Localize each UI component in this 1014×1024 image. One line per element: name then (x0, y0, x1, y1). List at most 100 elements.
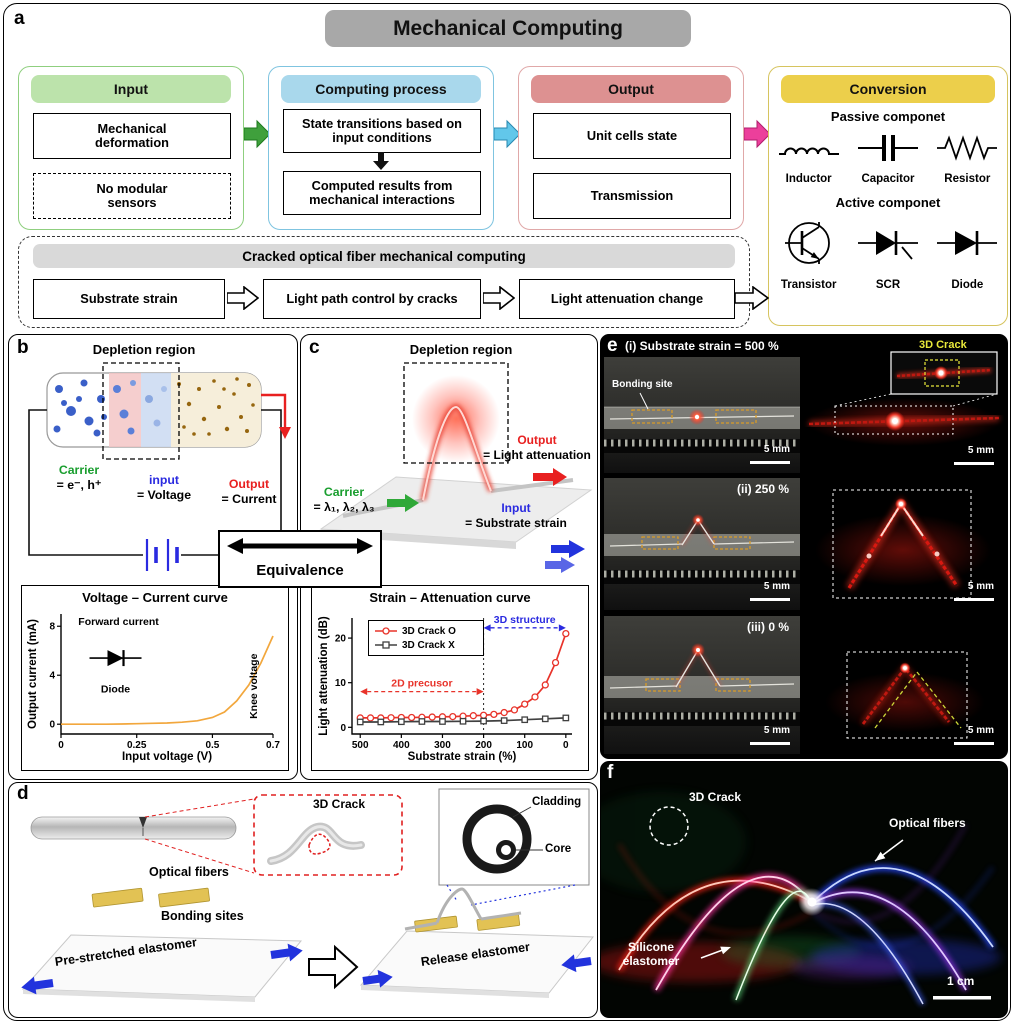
conversion-header: Conversion (781, 75, 995, 103)
reflections (616, 822, 996, 949)
svg-text:Forward current: Forward current (78, 616, 159, 628)
panel-f: f (600, 761, 1008, 1018)
fabrication-diagram (21, 788, 595, 1002)
electron-dots (53, 379, 167, 437)
output-caption: Output = Current (201, 477, 297, 507)
svg-text:8: 8 (49, 622, 55, 633)
svg-text:10: 10 (335, 678, 347, 689)
carrier-value: = λ₁, λ₂, λ₃ (313, 500, 375, 514)
stretch-arrows (21, 943, 303, 995)
crack-notch (139, 817, 147, 828)
output-label: Output (517, 433, 557, 447)
process-arrow-icon (308, 944, 359, 990)
output-header: Output (531, 75, 731, 103)
svg-text:0.5: 0.5 (205, 740, 219, 751)
svg-text:Input voltage (V): Input voltage (V) (122, 751, 212, 763)
spider-fiber-photo (601, 762, 1007, 1017)
crack-box-3: Light attenuation change (519, 279, 735, 319)
label: Transistor (780, 279, 837, 291)
scr-icon (857, 231, 918, 260)
crack-arch (422, 405, 492, 501)
photo-side-500: Bonding site 5 mm (604, 357, 800, 473)
strain-caption-2: (ii) 250 % (737, 482, 790, 496)
hole-dots (177, 377, 255, 436)
strain-arrows-right (545, 540, 585, 573)
svg-text:0: 0 (340, 723, 346, 734)
svg-text:Output current (mA): Output current (mA) (27, 619, 39, 729)
figure-title: Mechanical Computing (325, 10, 691, 47)
bonding-site-note: Bonding site (612, 379, 673, 390)
legend-row-1: 3D Crack O (374, 624, 478, 638)
carrier-arrow-icon (387, 494, 419, 512)
crack-computing-row: Cracked optical fiber mechanical computi… (18, 236, 769, 328)
carrier-label: Carrier (58, 463, 100, 477)
strain-caption-1: (i) Substrate strain = 500 % (625, 339, 779, 353)
svg-text:0: 0 (58, 740, 64, 751)
scale-text: 5 mm (763, 444, 790, 455)
double-arrow-icon (227, 538, 373, 554)
red-glow (412, 375, 500, 463)
legend-marker-square-icon (375, 641, 397, 649)
active-labels: Transistor SCR Diode (769, 279, 1007, 291)
passive-title: Passive componet (830, 109, 946, 124)
diode-icon (937, 231, 998, 255)
hollow-arrow-icon (483, 286, 515, 310)
photo-laser-250: 5 mm (803, 478, 1004, 610)
label: Unit cells state (586, 127, 678, 143)
equivalence-box: Equivalence (218, 530, 382, 588)
iv-chart-title: Voltage – Current curve (82, 590, 228, 605)
photo-laser-500: 3D Crack 5 mm (803, 338, 1004, 474)
elastomer-arrow-icon (700, 946, 731, 959)
photo-art (803, 616, 1004, 754)
conversion-column: Conversion Passive componet Inductor Cap… (768, 66, 1008, 326)
svg-text:400: 400 (393, 740, 410, 751)
output-label: Output (228, 477, 270, 491)
label: Light attenuation change (550, 290, 704, 306)
svg-text:200: 200 (475, 740, 492, 751)
strain-caption-3: (iii) 0 % (747, 620, 790, 634)
carrier-label: Carrier (323, 485, 365, 499)
battery-icon (145, 539, 179, 571)
output-caption: Output = Light attenuation (477, 433, 597, 462)
photo-laser-0: 5 mm (803, 616, 1004, 754)
label: Diode (951, 279, 984, 291)
scale-bar (954, 462, 994, 465)
cladding-ring (462, 804, 532, 874)
svg-text:500: 500 (352, 740, 369, 751)
optical-fiber-cylinder (30, 816, 237, 840)
output-box-2: Transmission (533, 173, 731, 219)
blue-flow-arrow-icon (494, 119, 520, 149)
legend-label: 3D Crack X (402, 639, 455, 651)
svg-text:2D precusor: 2D precusor (391, 678, 452, 690)
label: Capacitor (861, 173, 915, 185)
attenuation-chart-title: Strain – Attenuation curve (369, 590, 531, 605)
input-column: Input Mechanical deformation No modular … (18, 66, 244, 230)
label: No modular sensors (96, 180, 168, 210)
photo-art (604, 616, 800, 754)
cladding-label: Cladding (532, 796, 582, 808)
diode-circuit-diagram (28, 362, 291, 571)
photo-art (604, 478, 800, 610)
release-arrows (362, 954, 592, 988)
depletion-dashed-box (102, 362, 180, 460)
panel-e-tag: e (607, 335, 618, 356)
input-value: = Substrate strain (465, 515, 567, 530)
cracked-fiber-diagram (319, 362, 593, 573)
output-column: Output Unit cells state Transmission (518, 66, 744, 230)
label: SCR (875, 279, 901, 291)
svg-text:0: 0 (49, 720, 55, 731)
legend-row-2: 3D Crack X (374, 638, 478, 652)
down-arrow-icon (373, 152, 389, 170)
active-symbols (769, 215, 1007, 271)
photo-art (803, 478, 1004, 610)
output-box-1: Unit cells state (533, 113, 731, 159)
label: Transmission (590, 187, 674, 203)
crack-3d-label: 3D Crack (312, 797, 366, 811)
scale-bar (954, 742, 994, 745)
passive-symbols (769, 127, 1007, 169)
legend-label: 3D Crack O (402, 625, 456, 637)
active-title: Active componet (835, 195, 941, 210)
output-value: = Current (221, 492, 277, 506)
svg-text:0: 0 (563, 740, 569, 751)
